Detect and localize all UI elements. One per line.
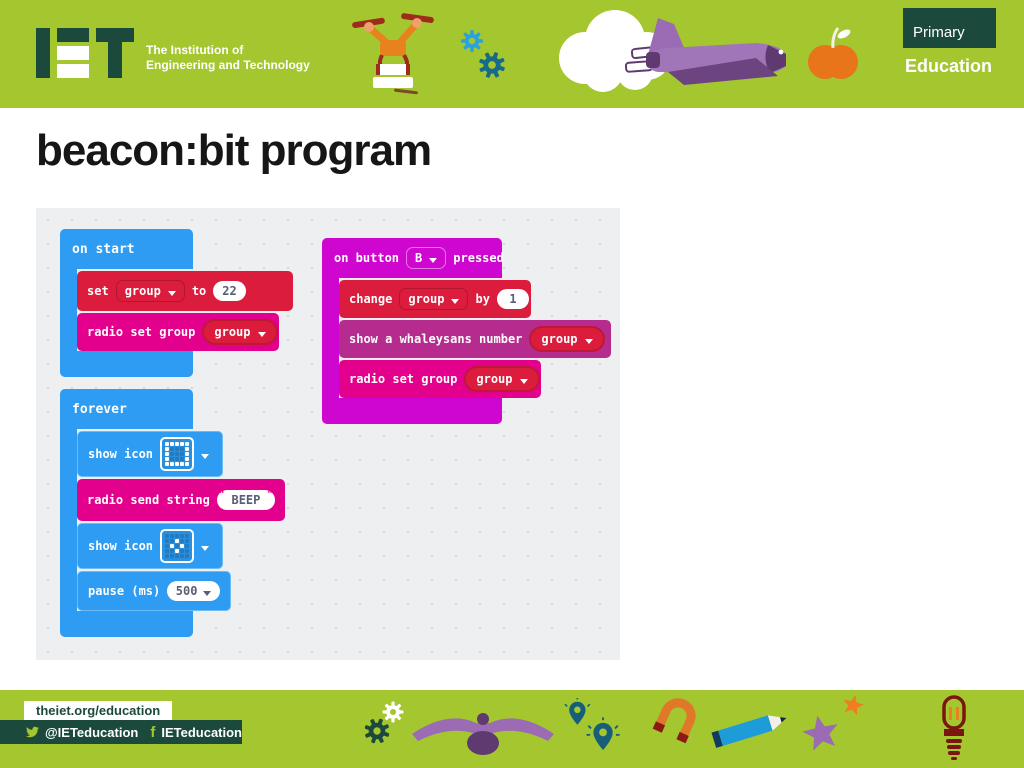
website-url[interactable]: theiet.org/education xyxy=(24,701,173,720)
social-bar: @IETeducation f IETeducation xyxy=(0,720,242,744)
on-button-block-spine xyxy=(322,277,339,398)
logo-text-line1: The Institution of xyxy=(146,43,244,57)
star-icon xyxy=(802,715,838,751)
radio-set-group-label: radio set group xyxy=(87,325,196,339)
on-button-pressed-block[interactable]: on button B pressed xyxy=(322,238,504,278)
change-label: change xyxy=(349,292,393,306)
primary-badge-label: Primary xyxy=(913,24,965,41)
cloud-shuttle-icon xyxy=(559,10,786,92)
led-small-diamond-icon xyxy=(165,534,190,558)
set-label: set xyxy=(87,284,109,298)
variable-name: group xyxy=(124,284,161,298)
change-variable-block[interactable]: change group by 1 xyxy=(339,280,531,318)
show-icon-block[interactable]: show icon xyxy=(77,523,223,569)
on-button-block-bottom xyxy=(322,398,502,424)
variable-dropdown[interactable]: group xyxy=(115,280,185,302)
glider-icon xyxy=(412,713,554,755)
pencil-icon xyxy=(711,715,787,748)
string-input[interactable]: BEEP xyxy=(216,490,275,510)
iet-logo-letter-t xyxy=(96,28,134,78)
logo-text-line2: Engineering and Technology xyxy=(146,58,310,72)
chevron-down-icon xyxy=(257,331,266,337)
lightbulb-icon xyxy=(942,695,966,760)
iet-logo: The Institution of Engineering and Techn… xyxy=(36,28,310,78)
pause-block[interactable]: pause (ms) 500 xyxy=(77,571,231,611)
pressed-label: pressed xyxy=(453,251,504,265)
chevron-down-icon xyxy=(519,378,528,384)
led-icon-dropdown[interactable] xyxy=(160,437,195,471)
footer-banner: theiet.org/education @IETeducation f IET… xyxy=(0,690,1024,768)
radio-set-group-label: radio set group xyxy=(349,372,458,386)
makecode-workspace: on start set group to 22 radio set group… xyxy=(36,208,620,660)
whaleysans-number-block[interactable]: show a whaleysans number group xyxy=(339,320,611,358)
twitter-handle[interactable]: @IETeducation xyxy=(45,724,139,740)
forever-block-bottom xyxy=(60,611,193,637)
group-variable-dropdown[interactable]: group xyxy=(202,319,278,345)
forever-label: forever xyxy=(72,401,127,417)
set-variable-block[interactable]: set group to 22 xyxy=(77,271,293,311)
chevron-down-icon xyxy=(201,453,210,459)
led-square-icon xyxy=(165,442,190,466)
number-input[interactable]: 1 xyxy=(496,289,529,309)
button-dropdown[interactable]: B xyxy=(406,247,447,269)
forever-block[interactable]: forever xyxy=(60,389,193,429)
to-label: to xyxy=(191,284,207,298)
header-banner: The Institution of Engineering and Techn… xyxy=(0,0,1024,108)
gears-icon xyxy=(362,701,404,748)
chevron-down-icon xyxy=(167,290,176,296)
show-icon-label: show icon xyxy=(88,447,154,461)
magnet-icon xyxy=(652,698,696,744)
on-start-label: on start xyxy=(72,241,135,257)
radio-set-group-block[interactable]: radio set group group xyxy=(339,360,541,398)
forever-block-spine xyxy=(60,428,77,612)
facebook-handle[interactable]: IETeducation xyxy=(161,724,242,740)
whaleysans-label: show a whaleysans number xyxy=(349,332,523,346)
map-pins-icon xyxy=(564,698,620,751)
iet-logo-text: The Institution of Engineering and Techn… xyxy=(146,28,310,73)
chevron-down-icon xyxy=(451,298,460,304)
apple-icon xyxy=(808,27,858,79)
star-icon xyxy=(843,694,864,716)
show-icon-block[interactable]: show icon xyxy=(77,431,223,477)
page-title: beacon:bit program xyxy=(36,126,432,175)
group-variable-dropdown[interactable]: group xyxy=(529,326,605,352)
group-variable-dropdown[interactable]: group xyxy=(464,366,540,392)
primary-badge: Primary xyxy=(903,8,996,48)
duration-dropdown[interactable]: 500 xyxy=(167,581,220,601)
drone-icon xyxy=(352,13,434,95)
by-label: by xyxy=(475,292,490,306)
radio-send-string-label: radio send string xyxy=(87,493,210,507)
facebook-icon[interactable]: f xyxy=(150,723,156,741)
twitter-icon[interactable] xyxy=(26,725,39,739)
gears-icon xyxy=(461,30,509,82)
led-icon-dropdown[interactable] xyxy=(160,529,195,563)
chevron-down-icon xyxy=(201,545,210,551)
chevron-down-icon xyxy=(429,257,438,263)
chevron-down-icon xyxy=(203,590,212,596)
on-start-block[interactable]: on start xyxy=(60,229,193,269)
number-input[interactable]: 22 xyxy=(213,281,246,301)
on-start-block-spine xyxy=(60,268,77,352)
education-label: Education xyxy=(905,56,993,76)
radio-set-group-block[interactable]: radio set group group xyxy=(77,313,279,351)
iet-logo-letter-e xyxy=(57,28,89,78)
chevron-down-icon xyxy=(584,338,593,344)
show-icon-label: show icon xyxy=(88,539,154,553)
radio-send-string-block[interactable]: radio send string BEEP xyxy=(77,479,285,521)
variable-dropdown[interactable]: group xyxy=(399,288,469,310)
pause-label: pause (ms) xyxy=(88,584,161,598)
on-button-label: on button xyxy=(334,251,400,265)
on-start-block-bottom xyxy=(60,351,193,377)
iet-logo-letter-i xyxy=(36,28,50,78)
